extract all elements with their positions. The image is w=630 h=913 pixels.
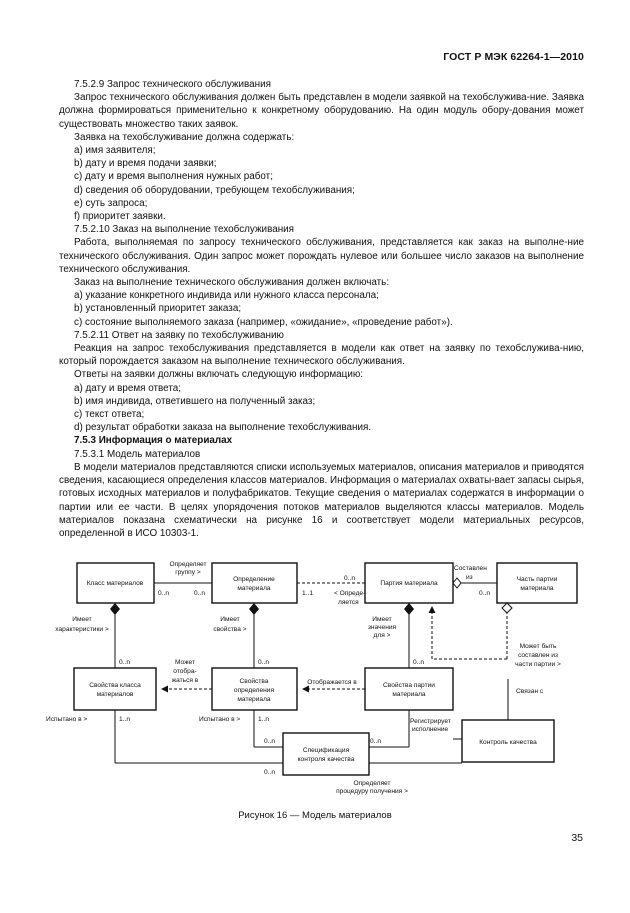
box-class-properties: Свойства класса материалов	[73, 667, 157, 711]
svg-text:Имеет: Имеет	[372, 616, 391, 623]
svg-text:Связан с: Связан с	[516, 688, 544, 695]
svg-text:Спецификация: Спецификация	[303, 747, 350, 754]
paragraph: b) дату и время подачи заявки;	[74, 158, 217, 170]
paragraph: c) состояние выполняемого заказа (наприм…	[74, 316, 453, 328]
svg-text:Определяет: Определяет	[169, 561, 206, 568]
svg-text:исполнение: исполнение	[412, 726, 449, 733]
svg-text:Отображается в: Отображается в	[307, 678, 357, 686]
box-quality-spec: Спецификация контроля качества	[282, 732, 370, 776]
svg-text:0..n: 0..n	[264, 738, 275, 745]
box-material-sublot: Часть партии материала	[496, 562, 578, 604]
svg-text:для >: для >	[374, 632, 391, 639]
paragraph: Заказ на выполнение технического обслужи…	[74, 277, 390, 289]
document-header: ГОСТ Р МЭК 62264-1—2010	[443, 51, 584, 63]
paragraph: c) дату и время выполнения нужных работ;	[74, 171, 273, 183]
paragraph: e) суть запроса;	[74, 197, 148, 209]
svg-text:свойства >: свойства >	[213, 625, 246, 633]
box-material-class: Класс материалов	[76, 562, 155, 604]
paragraph: f) приоритет заявки.	[74, 211, 166, 223]
svg-text:0..n: 0..n	[119, 659, 130, 666]
svg-text:1..n: 1..n	[258, 716, 269, 723]
paragraph: Ответы на заявки должны включать следующ…	[74, 369, 363, 381]
figure-caption: Рисунок 16 — Модель материалов	[238, 810, 392, 821]
svg-text:0..n: 0..n	[194, 590, 205, 597]
svg-text:Имеет: Имеет	[220, 616, 239, 623]
svg-text:характеристики >: характеристики >	[55, 626, 109, 633]
svg-text:Испытано в >: Испытано в >	[199, 716, 240, 723]
paragraph: d) сведения об оборудовании, требующем т…	[74, 184, 355, 196]
svg-text:0..n: 0..n	[479, 590, 490, 597]
box-material-definition: Определение материала	[211, 562, 298, 604]
box-lot-properties: Свойства партии материала	[364, 667, 454, 711]
paragraph: Работа, выполняемая по запросу техническ…	[59, 237, 584, 275]
svg-text:Свойства класса: Свойства класса	[89, 681, 141, 689]
box-quality-control: Контроль качества	[461, 719, 555, 763]
paragraph: a) указание конкретного индивида или нуж…	[74, 290, 379, 302]
svg-text:ляется: ляется	[338, 599, 359, 606]
svg-text:группу >: группу >	[175, 569, 201, 576]
svg-text:из: из	[466, 574, 473, 581]
svg-text:контроля качества: контроля качества	[298, 756, 355, 763]
svg-text:части партии >: части партии >	[515, 661, 561, 668]
svg-text:материалов: материалов	[97, 691, 134, 698]
composition-diamonds	[110, 577, 513, 615]
svg-text:Составлен: Составлен	[454, 565, 487, 572]
paragraph: a) имя заявителя;	[74, 145, 156, 157]
box-material-lot: Партия материала	[364, 562, 454, 604]
svg-text:Имеет: Имеет	[72, 616, 91, 623]
svg-text:процедуру получения >: процедуру получения >	[336, 788, 408, 795]
diagram-connectors	[114, 582, 509, 764]
svg-text:значения: значения	[368, 624, 397, 631]
svg-text:жаться в: жаться в	[172, 677, 199, 684]
svg-text:материала: материала	[392, 691, 426, 698]
svg-text:< Опреде-: < Опреде-	[334, 590, 365, 597]
paragraph: В модели материалов представляются списк…	[59, 461, 584, 539]
svg-text:отобра-: отобра-	[173, 667, 196, 675]
svg-text:0..n: 0..n	[264, 769, 275, 776]
svg-text:материала: материала	[520, 585, 554, 592]
paragraph: 7.5.3.1 Модель материалов	[74, 448, 201, 460]
svg-text:Класс материалов: Класс материалов	[87, 580, 144, 587]
svg-text:материала: материала	[237, 696, 271, 703]
svg-text:Контроль качества: Контроль качества	[479, 739, 537, 746]
svg-text:Испытано в >: Испытано в >	[46, 716, 87, 723]
paragraph: 7.5.2.9 Запрос технического обслуживания	[74, 79, 271, 90]
svg-text:0..n: 0..n	[413, 659, 424, 666]
svg-text:0..n: 0..n	[258, 659, 269, 666]
svg-text:1..1: 1..1	[302, 590, 313, 597]
svg-text:составлен из: составлен из	[518, 652, 558, 659]
paragraph: a) дату и время ответа;	[74, 382, 181, 394]
svg-text:Определение: Определение	[233, 576, 275, 583]
svg-text:0..n: 0..n	[370, 738, 381, 745]
paragraph: 7.5.2.11 Ответ на заявку по техобслужива…	[74, 329, 284, 341]
box-definition-properties: Свойства определения материала	[211, 667, 298, 711]
paragraph: 7.5.3 Информация о материалах	[74, 435, 233, 447]
svg-text:Может: Может	[175, 659, 195, 666]
svg-text:Часть партии: Часть партии	[517, 576, 558, 583]
svg-text:Свойства: Свойства	[240, 677, 269, 685]
svg-text:0..n: 0..n	[158, 590, 169, 597]
page-number: 35	[571, 832, 583, 844]
svg-text:Регистрирует: Регистрирует	[410, 718, 451, 725]
paragraph: Реакция на запрос техобслуживания предст…	[59, 343, 584, 368]
svg-text:Свойства партии: Свойства партии	[383, 681, 435, 689]
diagram-labels: Определяет группу > 0..n 0..n 0..n 1..1 …	[46, 561, 561, 795]
svg-text:Партия материала: Партия материала	[380, 580, 438, 587]
paragraph: Запрос технического обслуживания должен …	[59, 92, 584, 130]
svg-text:0..n: 0..n	[344, 575, 355, 582]
svg-text:определения: определения	[234, 687, 275, 694]
paragraph: c) текст ответа;	[74, 409, 145, 421]
paragraph: b) установленный приоритет заказа;	[74, 303, 242, 315]
svg-text:материала: материала	[237, 585, 271, 592]
body-text: 7.5.2.9 Запрос технического обслуживания…	[59, 78, 584, 540]
materials-model-diagram: Класс материалов Определение материала П…	[42, 553, 590, 805]
paragraph: d) результат обработки заказа на выполне…	[74, 422, 372, 434]
paragraph: Заявка на техобслуживание должна содержа…	[74, 131, 295, 143]
paragraph: b) имя индивида, ответившего на полученн…	[74, 395, 316, 407]
svg-text:Определяет: Определяет	[353, 780, 390, 787]
svg-text:1..n: 1..n	[119, 716, 130, 723]
svg-text:Может быть: Может быть	[520, 642, 557, 650]
paragraph: 7.5.2.10 Заказ на выполнение техобслужив…	[74, 224, 295, 236]
